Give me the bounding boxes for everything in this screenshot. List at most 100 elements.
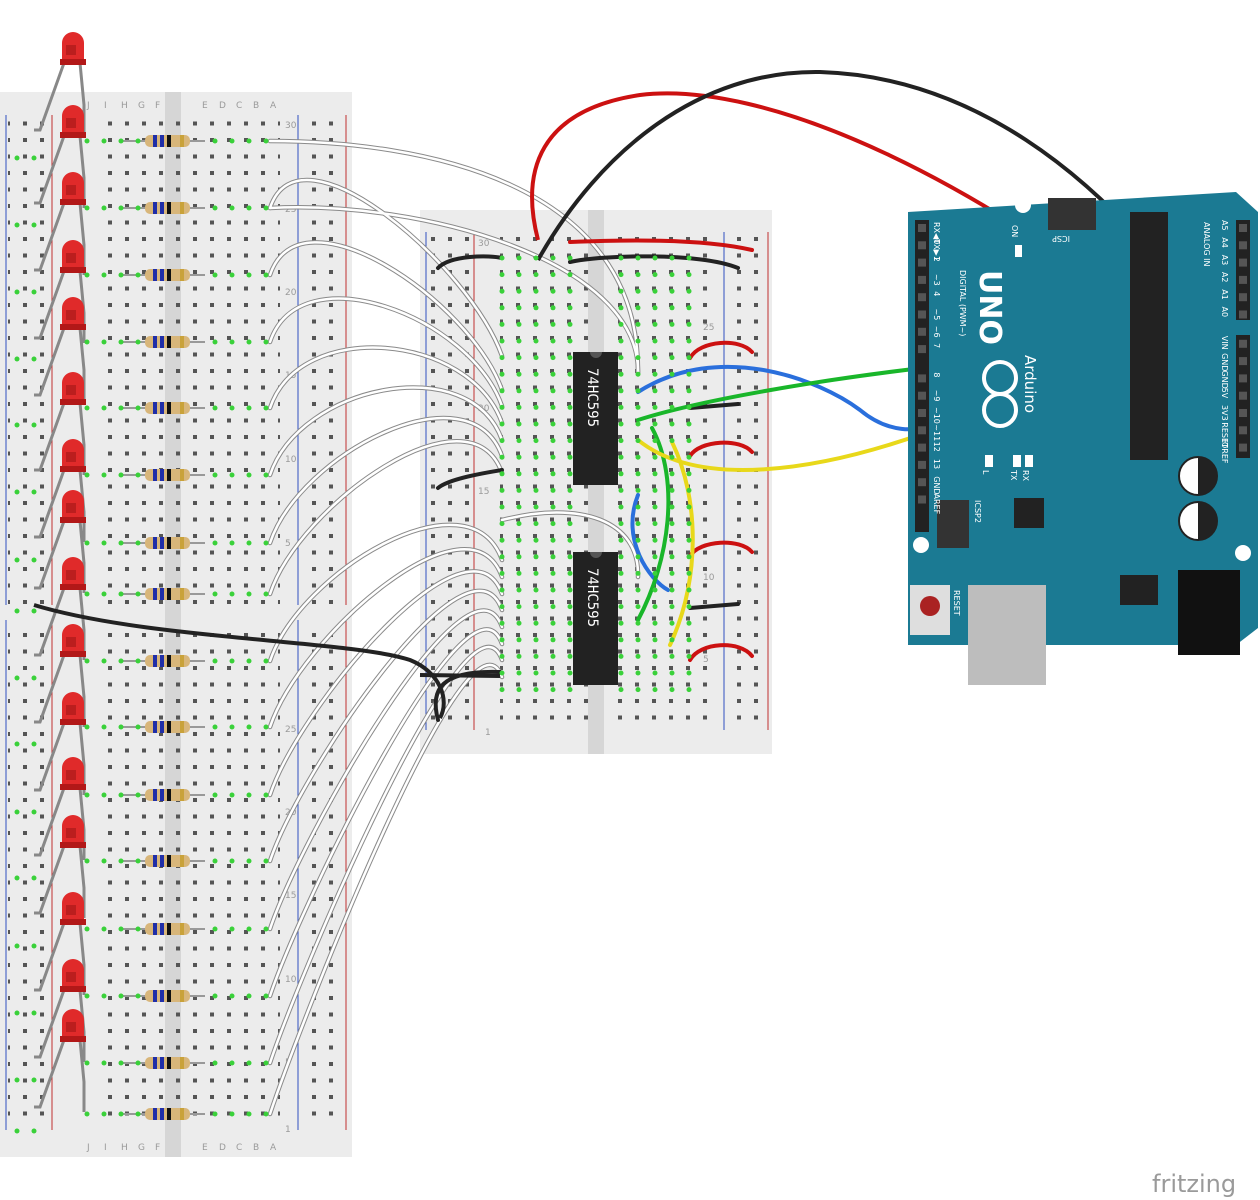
- connection-dot: [635, 272, 641, 278]
- connection-dot: [618, 653, 624, 659]
- reset-button[interactable]: [920, 596, 940, 616]
- connection-dot: [533, 604, 539, 610]
- power-pin-label: 5V: [1220, 388, 1229, 399]
- connection-dot: [618, 371, 624, 377]
- connection-dot: [686, 454, 692, 460]
- connection-dot: [499, 687, 505, 693]
- connection-dot: [499, 388, 505, 394]
- connection-dot: [618, 404, 624, 410]
- connection-dot: [567, 504, 573, 510]
- col-label: B: [253, 101, 259, 111]
- connection-dot: [135, 138, 141, 144]
- connection-dot: [499, 604, 505, 610]
- connection-dot: [669, 587, 675, 593]
- connection-dot: [31, 809, 37, 815]
- connection-dot: [516, 620, 522, 626]
- connection-dot: [669, 554, 675, 560]
- connection-dot: [635, 255, 641, 261]
- connection-dot: [14, 1010, 20, 1016]
- resistor-band: [167, 588, 171, 600]
- connection-dot: [499, 272, 505, 278]
- connection-dot: [533, 255, 539, 261]
- connection-dot: [246, 339, 252, 345]
- digital-pin-label: 8: [932, 372, 941, 377]
- resistor-band: [153, 402, 157, 414]
- connection-dot: [550, 521, 556, 527]
- connection-dot: [101, 658, 107, 664]
- resistor-band: [153, 469, 157, 481]
- led-die: [66, 972, 76, 982]
- analog-label: ANALOG IN: [1202, 222, 1211, 267]
- connection-dot: [14, 289, 20, 295]
- connection-dot: [652, 554, 658, 560]
- connection-dot: [550, 604, 556, 610]
- header-pin: [918, 258, 926, 267]
- header-pin: [918, 310, 926, 319]
- resistor-band: [180, 789, 184, 801]
- connection-dot: [84, 205, 90, 211]
- connection-dot: [101, 591, 107, 597]
- connection-dot: [567, 255, 573, 261]
- connection-dot: [550, 438, 556, 444]
- connection-dot: [550, 305, 556, 311]
- connection-dot: [618, 355, 624, 361]
- connection-dot: [686, 421, 692, 427]
- connection-dot: [550, 587, 556, 593]
- connection-dot: [84, 858, 90, 864]
- connection-dot: [31, 422, 37, 428]
- resistor-band: [167, 789, 171, 801]
- resistor-band: [153, 1057, 157, 1069]
- connection-dot: [229, 1060, 235, 1066]
- digital-pin-label: 4: [932, 291, 941, 296]
- connection-dot: [101, 272, 107, 278]
- led-leg: [34, 270, 66, 340]
- header-pin: [1239, 357, 1247, 366]
- connection-dot: [499, 653, 505, 659]
- connection-dot: [567, 355, 573, 361]
- connection-dot: [84, 724, 90, 730]
- connection-dot: [516, 421, 522, 427]
- connection-dot: [246, 724, 252, 730]
- led-rim: [60, 59, 86, 65]
- connection-dot: [516, 255, 522, 261]
- icsp-label: ICSP: [1052, 234, 1070, 243]
- connection-dot: [516, 321, 522, 327]
- connection-dot: [212, 591, 218, 597]
- led-rim: [60, 324, 86, 330]
- connection-dot: [652, 305, 658, 311]
- resistor-band: [167, 402, 171, 414]
- connection-dot: [499, 521, 505, 527]
- connection-dot: [499, 321, 505, 327]
- connection-dot: [31, 489, 37, 495]
- connection-dot: [118, 138, 124, 144]
- connection-dot: [14, 875, 20, 881]
- connection-dot: [652, 255, 658, 261]
- digital-pin-label: ~11: [932, 424, 941, 441]
- connection-dot: [118, 993, 124, 999]
- connection-dot: [686, 321, 692, 327]
- digital-pin-label: ~9: [932, 390, 941, 402]
- led-leg: [34, 520, 66, 590]
- jumpers: [433, 238, 754, 722]
- connection-dot: [686, 404, 692, 410]
- resistor-band: [153, 537, 157, 549]
- connection-dot: [31, 155, 37, 161]
- connection-dot: [101, 405, 107, 411]
- connection-dot: [229, 993, 235, 999]
- connection-dot: [246, 272, 252, 278]
- connection-dot: [229, 339, 235, 345]
- connection-dot: [516, 587, 522, 593]
- led: [34, 815, 86, 918]
- connection-dot: [652, 321, 658, 327]
- connection-dot: [669, 288, 675, 294]
- connection-dot: [550, 388, 556, 394]
- connection-dot: [533, 421, 539, 427]
- power-pin-label: GND: [1220, 353, 1229, 371]
- connection-dot: [263, 724, 269, 730]
- resistor: [145, 721, 190, 733]
- led-leg: [34, 1039, 66, 1109]
- connection-dot: [499, 454, 505, 460]
- connection-dot: [635, 653, 641, 659]
- connection-dot: [499, 554, 505, 560]
- led-die: [66, 1022, 76, 1032]
